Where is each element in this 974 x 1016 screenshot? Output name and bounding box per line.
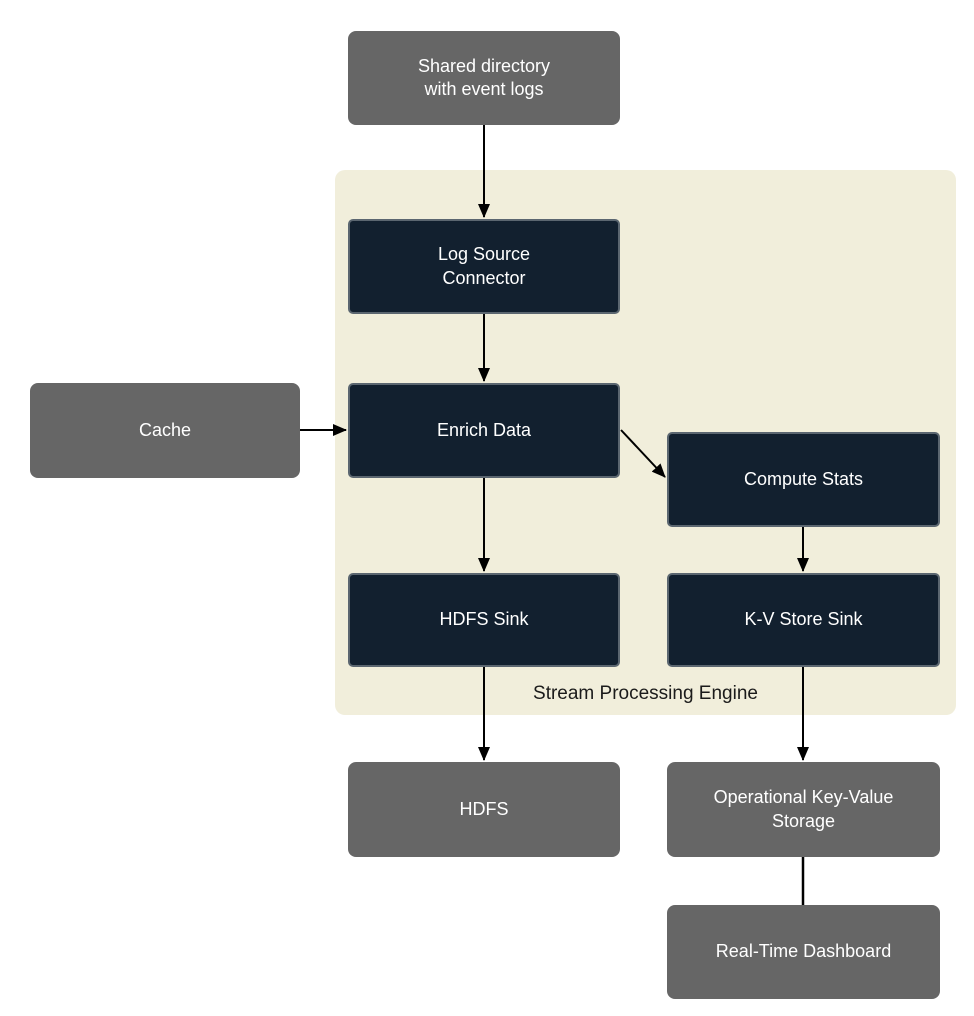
- node-shared-directory: Shared directory with event logs: [348, 31, 620, 125]
- node-enrich-data-label: Enrich Data: [436, 419, 532, 440]
- node-hdfs-label: HDFS: [459, 798, 509, 819]
- node-compute-stats-label: Compute Stats: [743, 468, 864, 489]
- node-log-source-connector-label: Log Source Connector: [437, 244, 531, 288]
- node-cache-label: Cache: [138, 419, 192, 440]
- node-shared-directory-label: Shared directory with event logs: [417, 55, 551, 99]
- node-cache: Cache: [30, 383, 300, 478]
- node-realtime-dashboard: Real-Time Dashboard: [667, 905, 940, 999]
- node-kv-store-sink-label: K-V Store Sink: [744, 609, 863, 630]
- node-hdfs-sink: HDFS Sink: [348, 573, 620, 667]
- node-compute-stats: Compute Stats: [667, 432, 940, 527]
- node-operational-kv-storage-label: Operational Key-Value Storage: [713, 787, 894, 831]
- node-kv-store-sink: K-V Store Sink: [667, 573, 940, 667]
- node-hdfs-sink-label: HDFS Sink: [439, 609, 529, 630]
- node-log-source-connector: Log Source Connector: [348, 219, 620, 314]
- stream-processing-engine-label: Stream Processing Engine: [533, 683, 758, 704]
- node-realtime-dashboard-label: Real-Time Dashboard: [715, 941, 892, 962]
- node-enrich-data: Enrich Data: [348, 383, 620, 478]
- node-hdfs: HDFS: [348, 762, 620, 857]
- node-operational-kv-storage: Operational Key-Value Storage: [667, 762, 940, 857]
